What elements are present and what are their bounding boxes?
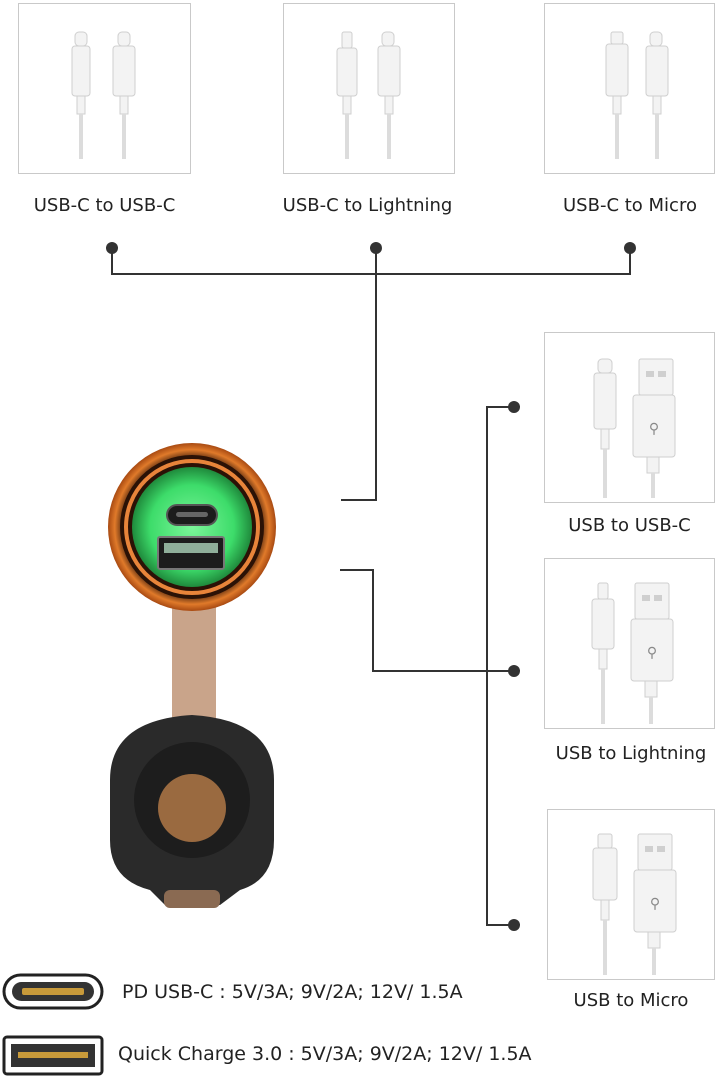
svg-text:⚲: ⚲ (647, 645, 657, 661)
cable-card-usbc-usbc (18, 3, 191, 174)
cable-label-usb-micro: USB to Micro (573, 990, 689, 1011)
cable-label-usbc-micro: USB-C to Micro (563, 195, 697, 216)
usb-micro-cable-image: ⚲ (592, 833, 677, 975)
cable-label-usb-usbc: USB to USB-C (568, 515, 691, 536)
spec-pd-usbc: PD USB-C : 5V/3A; 9V/2A; 12V/ 1.5A (122, 981, 463, 1003)
cable-card-usbc-lightning (283, 3, 455, 174)
usb-usbc-cable-image: ⚲ (593, 358, 676, 498)
usbc-lightning-cable-image (336, 31, 401, 159)
cable-card-usb-lightning: ⚲ (544, 558, 715, 729)
usb-lightning-cable-image: ⚲ (591, 582, 674, 724)
cable-card-usbc-micro (544, 3, 715, 174)
cable-label-usbc-lightning: USB-C to Lightning (282, 195, 453, 216)
cable-card-usb-micro: ⚲ (547, 809, 715, 980)
svg-text:⚲: ⚲ (649, 421, 659, 437)
usbc-usbc-cable-image (71, 31, 136, 159)
cable-label-usbc-usbc: USB-C to USB-C (33, 195, 176, 216)
usbc-micro-cable-image (605, 31, 669, 159)
cable-label-usb-lightning: USB to Lightning (555, 743, 707, 764)
svg-text:⚲: ⚲ (650, 896, 660, 912)
cable-card-usb-usbc: ⚲ (544, 332, 715, 503)
spec-quick-charge: Quick Charge 3.0 : 5V/3A; 9V/2A; 12V/ 1.… (118, 1043, 532, 1065)
